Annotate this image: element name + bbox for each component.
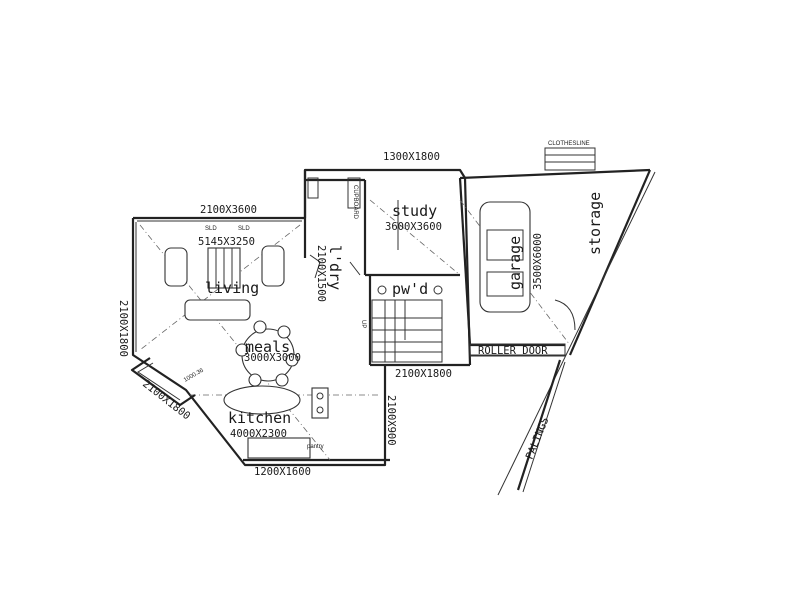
- living-left-window-label: 2100X1800: [117, 300, 129, 357]
- room-labels: study 3600X3600 living 5145X3250 meals 3…: [198, 192, 604, 440]
- clothesline-label: CLOTHESLINE: [548, 141, 590, 147]
- living-label: living: [205, 279, 259, 297]
- bay-small-label: 1000.36: [183, 367, 205, 383]
- bay-window: [130, 357, 196, 407]
- study-window-label: 1300X1800: [383, 151, 440, 163]
- stair-window-label: 2100X1800: [395, 368, 452, 380]
- study-dimension: 3600X3600: [385, 221, 442, 233]
- stair-up-label: UP: [360, 320, 366, 328]
- clothesline: [544, 147, 596, 171]
- palings-fence: [497, 171, 656, 496]
- garage-dimension: 3500X6000: [532, 233, 544, 290]
- window-labels: 1300X1800 2100X3600 2100X1800 2100X1800 …: [117, 151, 452, 478]
- garage-label: garage: [506, 236, 524, 290]
- stairs: [371, 299, 443, 363]
- kitchen-dimension: 4000X2300: [230, 428, 287, 440]
- cupboard-label: CUPBOARD: [352, 185, 358, 220]
- storage-label: storage: [586, 192, 604, 255]
- meals-label: meals: [245, 338, 290, 356]
- living-window-label: 2100X3600: [200, 204, 257, 216]
- sld-label-2: SLD: [238, 226, 250, 232]
- internal-walls: [303, 170, 460, 367]
- bay-window-label: 2100X1800: [140, 378, 192, 422]
- roller-door-label: ROLLER DOOR: [478, 345, 548, 357]
- sofa-left: [164, 247, 188, 287]
- pwd-label: pw'd: [392, 280, 428, 298]
- kitchen-island: [223, 385, 301, 415]
- kitchen-right-window-label: 2100X900: [385, 395, 397, 446]
- study-label: study: [392, 202, 437, 220]
- kitchen-bottom-window-label: 1200X1600: [254, 466, 311, 478]
- furniture: [164, 177, 576, 459]
- pantry-label: pantry: [307, 444, 324, 450]
- living-dimension: 5145X3250: [198, 236, 255, 248]
- stove: [311, 387, 329, 419]
- laundry-label: l'dry: [326, 245, 344, 290]
- palings-label: PALINGS: [524, 416, 552, 462]
- kitchen-label: kitchen: [228, 409, 291, 427]
- kitchen-bench: [247, 437, 311, 459]
- sofa-bottom: [184, 299, 251, 321]
- garage-walls: [458, 168, 652, 356]
- laundry-dimension: 2100X1500: [315, 245, 327, 302]
- sld-label-1: SLD: [205, 226, 217, 232]
- sofa-right: [261, 245, 285, 287]
- meals-dimension: 3000X3000: [244, 352, 301, 364]
